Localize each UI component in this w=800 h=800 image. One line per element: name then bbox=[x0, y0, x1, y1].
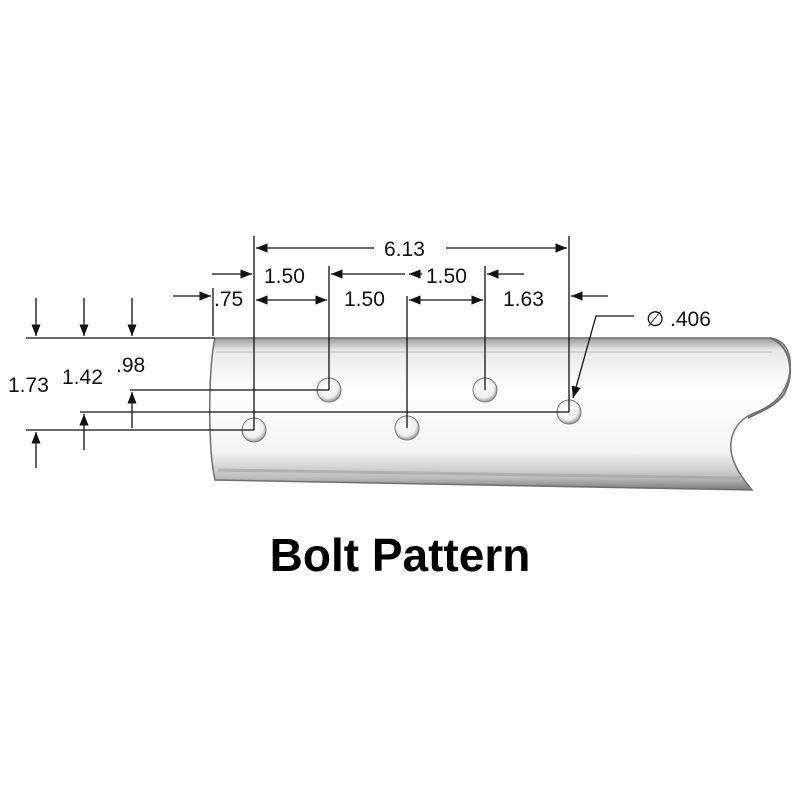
height-bottom-row-label: 1.73 bbox=[8, 374, 49, 397]
dimension-end-offset-left-label: .75 bbox=[214, 288, 243, 311]
extension-lines bbox=[212, 236, 570, 430]
dimension-spacing-lower: 1.50 bbox=[256, 288, 483, 311]
dimension-spacing-upper-2-label: 1.50 bbox=[426, 265, 467, 288]
page-title: Bolt Pattern bbox=[269, 529, 531, 581]
dimension-end-offset-right-label: 1.63 bbox=[503, 288, 544, 311]
dimension-hole-diameter-label: .406 bbox=[670, 308, 711, 331]
dimension-spacing-upper-1: 1.50 bbox=[212, 265, 405, 288]
dimension-end-offset-right: 1.63 bbox=[503, 288, 608, 311]
tube-end-cope bbox=[747, 337, 792, 419]
height-extension-lines bbox=[26, 337, 569, 431]
height-middle-row-label: 1.42 bbox=[62, 366, 103, 389]
dimension-heights: 1.73 1.42 .98 bbox=[8, 298, 145, 468]
dimension-overall: 6.13 bbox=[256, 238, 567, 261]
height-top-row-label: .98 bbox=[116, 354, 145, 377]
tube-bottom-shade bbox=[217, 468, 741, 480]
diameter-symbol: ∅ bbox=[646, 308, 664, 331]
tube-body bbox=[209, 337, 792, 491]
dimension-hole-diameter: ∅ .406 bbox=[571, 308, 711, 399]
dimension-spacing-upper-1-label: 1.50 bbox=[264, 265, 305, 288]
tube bbox=[209, 337, 792, 491]
dimension-overall-label: 6.13 bbox=[384, 238, 425, 261]
dimension-spacing-upper-2: 1.50 bbox=[409, 265, 524, 288]
bolt-holes bbox=[241, 377, 582, 443]
dimension-end-offset-left: .75 bbox=[173, 288, 243, 311]
dimension-spacing-lower-label: 1.50 bbox=[344, 288, 385, 311]
